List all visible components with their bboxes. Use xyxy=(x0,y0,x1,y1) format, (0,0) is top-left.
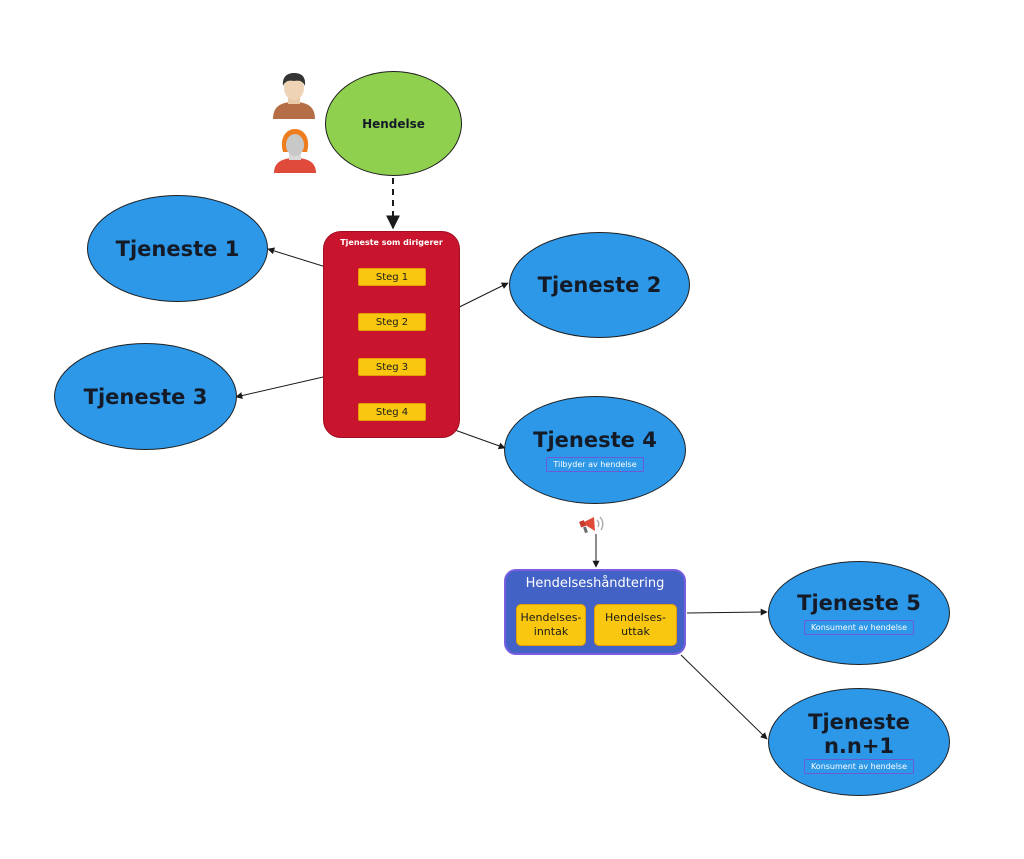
service-4[interactable]: Tjeneste 4 Tilbyder av hendelse xyxy=(504,396,686,504)
service-1[interactable]: Tjeneste 1 xyxy=(87,195,268,302)
woman-avatar-icon xyxy=(274,129,316,173)
connector-hub-tjeneste5 xyxy=(686,608,768,616)
service-2[interactable]: Tjeneste 2 xyxy=(509,232,690,338)
service-5[interactable]: Tjeneste 5 Konsument av hendelse xyxy=(768,561,950,665)
step-4[interactable]: Steg 4 xyxy=(358,403,426,421)
step-2[interactable]: Steg 2 xyxy=(358,313,426,331)
service-1-name: Tjeneste 1 xyxy=(115,236,240,261)
event-label: Hendelse xyxy=(362,116,425,131)
event-output-line1: Hendelses- xyxy=(604,611,666,624)
service-4-tag: Tilbyder av hendelse xyxy=(546,457,644,472)
service-5-tag: Konsument av hendelse xyxy=(803,620,915,635)
step-3[interactable]: Steg 3 xyxy=(358,358,426,376)
service-2-name: Tjeneste 2 xyxy=(537,273,662,297)
event-intake-label: Hendelses-inntak xyxy=(520,611,581,639)
event-handling-hub[interactable]: Hendelseshåndtering Hendelses-inntak Hen… xyxy=(504,569,686,655)
step-1[interactable]: Steg 1 xyxy=(358,268,426,286)
service-n-tag: Konsument av hendelse xyxy=(803,759,915,774)
event-node[interactable]: Hendelse xyxy=(325,71,462,176)
event-output-line2: uttak xyxy=(621,625,650,638)
event-intake-line2: inntak xyxy=(533,625,569,638)
event-intake-box[interactable]: Hendelses-inntak xyxy=(516,604,586,646)
service-4-name: Tjeneste 4 xyxy=(533,428,657,452)
service-n-name-line2: n.n+1 xyxy=(823,734,895,758)
hub-title: Hendelseshåndtering xyxy=(525,576,665,591)
event-intake-line1: Hendelses- xyxy=(520,611,582,624)
megaphone-icon xyxy=(579,516,604,534)
service-3-name: Tjeneste 3 xyxy=(83,384,208,409)
orchestrator-title: Tjeneste som dirigerer xyxy=(340,238,443,247)
service-5-name: Tjeneste 5 xyxy=(797,591,921,615)
event-output-label: Hendelses-uttak xyxy=(605,611,666,639)
man-avatar-icon xyxy=(273,73,315,119)
connector-hub-tjeneste-n xyxy=(680,654,768,740)
event-output-box[interactable]: Hendelses-uttak xyxy=(594,604,677,646)
service-n-name-line1: Tjeneste xyxy=(808,710,910,734)
service-3[interactable]: Tjeneste 3 xyxy=(54,343,237,450)
